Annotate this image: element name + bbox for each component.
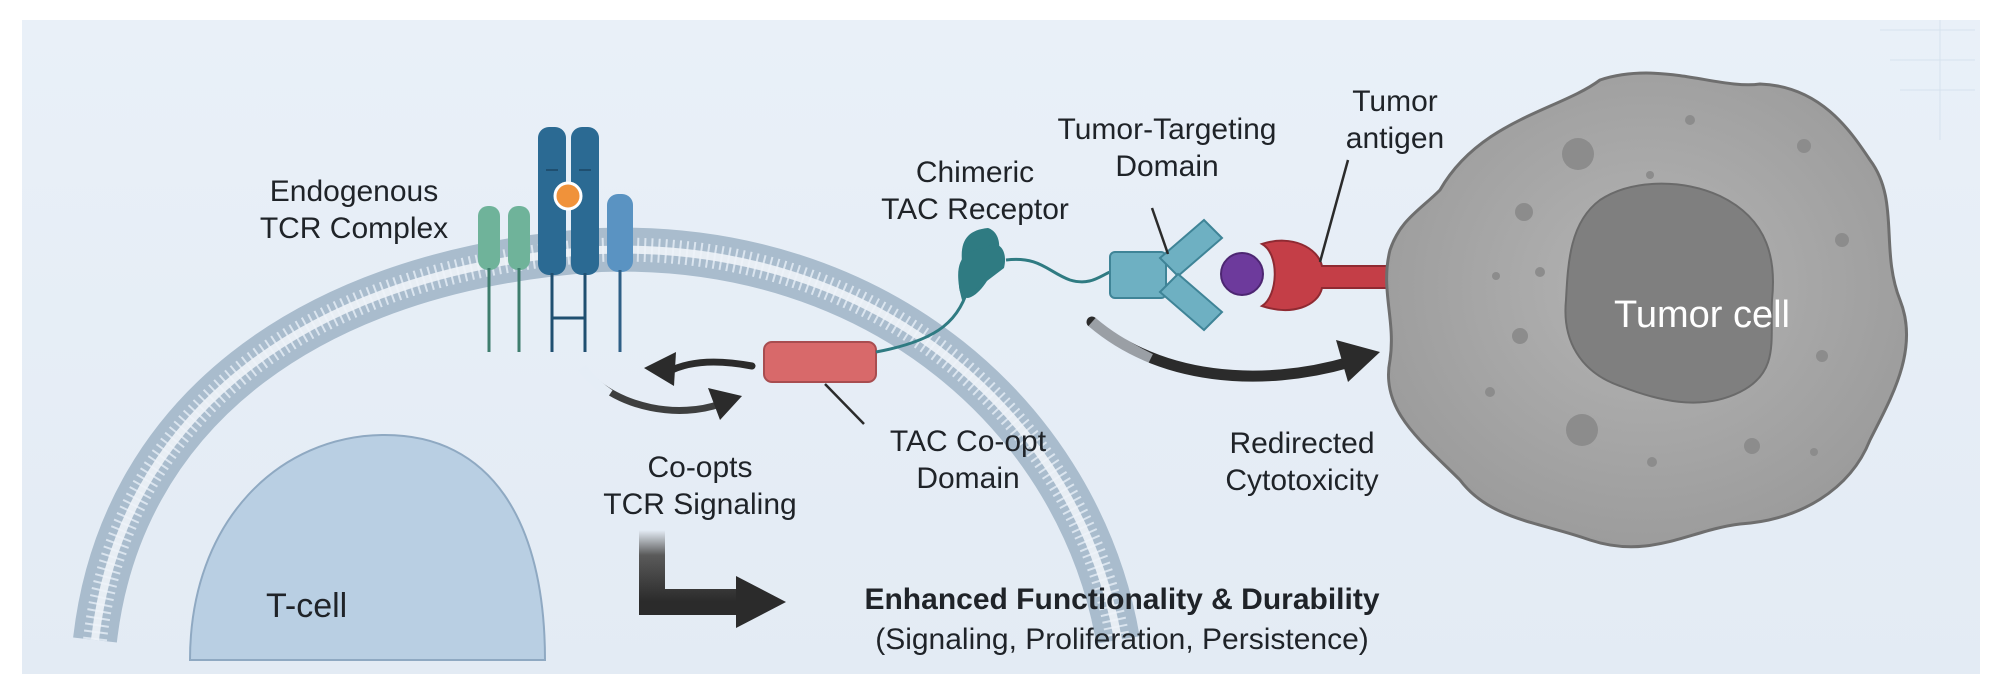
antibody-domain-icon xyxy=(1109,218,1224,332)
label-tumor-targeting-line2: Domain xyxy=(1115,149,1219,183)
label-tcr-complex: Endogenous TCR Complex xyxy=(234,174,474,247)
antigen-icon xyxy=(1220,239,1389,311)
curved-arrow-icon xyxy=(578,316,1380,420)
label-tumor-targeting: Tumor-Targeting Domain xyxy=(1022,112,1312,185)
tcr-complex-icon xyxy=(478,127,633,352)
label-tumor-antigen: Tumor antigen xyxy=(1320,84,1470,157)
diagram-canvas: Endogenous TCR Complex Chimeric TAC Rece… xyxy=(22,20,1980,674)
elbow-arrow-icon xyxy=(639,530,786,628)
label-chimeric-line2: TAC Receptor xyxy=(881,192,1069,226)
label-redirected-line1: Redirected xyxy=(1229,427,1375,460)
label-tumor-targeting-line1: Tumor-Targeting xyxy=(1057,113,1277,146)
label-tumor-antigen-line2: antigen xyxy=(1345,121,1445,155)
label-enhanced-title: Enhanced Functionality & Durability xyxy=(864,583,1380,616)
tumor-cell-icon xyxy=(1385,71,1909,549)
label-tumor-cell: Tumor cell xyxy=(1614,294,1790,336)
label-tac-coopt: TAC Co-opt Domain xyxy=(868,424,1068,497)
label-tcr-complex-line1: Endogenous xyxy=(269,175,439,208)
membrane-bilayer xyxy=(73,227,1140,644)
label-pointers xyxy=(824,159,1350,425)
label-co-opts-line2: TCR Signaling xyxy=(603,487,797,521)
label-chimeric-tac: Chimeric TAC Receptor xyxy=(860,155,1090,228)
label-co-opts-line1: Co-opts xyxy=(647,451,753,484)
label-redirected-line2: Cytotoxicity xyxy=(1225,463,1379,497)
t-cell-nucleus xyxy=(188,433,547,661)
background-grid xyxy=(1880,20,1975,140)
label-tcr-complex-line2: TCR Complex xyxy=(259,211,449,245)
label-tac-coopt-line2: Domain xyxy=(916,461,1020,495)
diagram-svg xyxy=(73,20,1975,661)
tac-receptor-icon xyxy=(763,228,1111,383)
label-t-cell: T-cell xyxy=(266,587,348,625)
label-tac-coopt-line1: TAC Co-opt xyxy=(889,425,1047,458)
label-redirected: Redirected Cytotoxicity xyxy=(1192,426,1412,499)
label-tumor-antigen-line1: Tumor xyxy=(1352,85,1438,118)
label-co-opts: Co-opts TCR Signaling xyxy=(580,450,820,523)
label-chimeric-line1: Chimeric xyxy=(915,156,1035,189)
label-enhanced-sub: (Signaling, Proliferation, Persistence) xyxy=(875,623,1369,656)
